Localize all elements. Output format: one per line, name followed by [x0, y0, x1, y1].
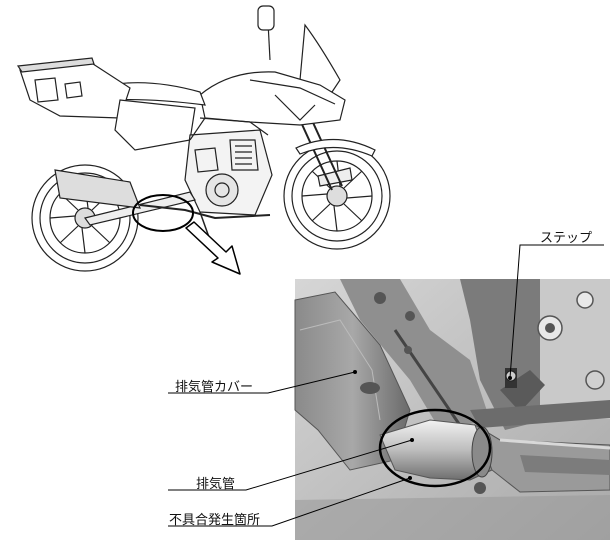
leader-step [509, 244, 604, 379]
leader-exhaust-pipe [168, 439, 413, 491]
label-exhaust-pipe: 排気管 [196, 477, 236, 492]
muffler [54, 169, 141, 209]
leader-lines [168, 244, 604, 527]
windscreen [299, 23, 341, 93]
mirror [257, 5, 275, 61]
engine [184, 129, 273, 216]
label-exhaust-cover: 排気管カバー [175, 380, 254, 395]
leader-defect [168, 477, 411, 527]
exhaust-pipe-shape [379, 419, 610, 494]
defect-highlight-ellipse [378, 408, 492, 488]
front-fork [299, 115, 343, 191]
photo-inset [294, 279, 610, 540]
label-defect-location: 不具合発生箇所 [169, 513, 261, 528]
seat [109, 82, 206, 106]
leader-exhaust-cover [168, 371, 356, 394]
motorcycle-drawing [16, 5, 391, 272]
zoom-arrow [185, 221, 241, 275]
front-fender [295, 138, 376, 157]
label-step: ステップ [540, 231, 593, 246]
bike-highlight-ellipse [132, 194, 194, 232]
front-wheel [283, 142, 391, 250]
